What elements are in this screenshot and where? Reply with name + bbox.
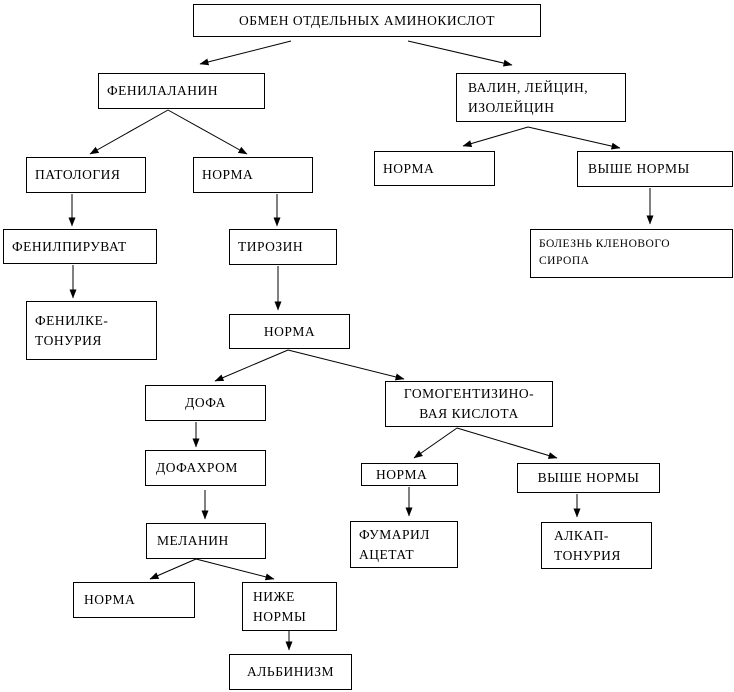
- node-norm-tyrosine: НОРМА: [229, 314, 350, 349]
- node-dopa: ДОФА: [145, 385, 266, 421]
- node-phenylpyruvate: ФЕНИЛПИРУВАТ: [3, 229, 157, 264]
- arrow-root-to-valine: [407, 40, 513, 67]
- arrow-homogentisic-to-above-norm: [456, 427, 558, 459]
- node-alkaptonuria: АЛКАП- ТОНУРИЯ: [541, 522, 652, 569]
- node-root: ОБМЕН ОТДЕЛЬНЫХ АМИНОКИСЛОТ: [193, 4, 541, 37]
- arrow-valine-to-above-norm: [527, 126, 621, 150]
- arrow-homogentisic-to-norm: [413, 427, 458, 459]
- node-norm-homogentisic: НОРМА: [361, 463, 458, 486]
- arrow-phenylalanine-to-norm: [167, 109, 248, 155]
- node-fumaryl-acetate: ФУМАРИЛ АЦЕТАТ: [350, 521, 458, 568]
- node-norm-melanin: НОРМА: [73, 582, 195, 618]
- node-above-norm-valine: ВЫШЕ НОРМЫ: [577, 151, 733, 187]
- arrow-phenylalanine-to-pathology: [89, 109, 169, 155]
- node-albinism: АЛЬБИНИЗМ: [229, 654, 352, 690]
- arrow-norm-to-homogentisic: [287, 349, 405, 381]
- arrow-norm-to-dopa: [214, 349, 289, 382]
- node-valine-leucine-isoleucine: ВАЛИН, ЛЕЙЦИН, ИЗОЛЕЙЦИН: [456, 73, 626, 122]
- node-norm-valine: НОРМА: [374, 151, 495, 186]
- node-phenylketonuria: ФЕНИЛКЕ- ТОНУРИЯ: [26, 301, 157, 360]
- node-phenylalanine: ФЕНИЛАЛАНИН: [98, 73, 265, 109]
- arrow-valine-to-norm: [462, 126, 529, 147]
- node-maple-syrup-disease: БОЛЕЗНЬ КЛЕНОВОГО СИРОПА: [530, 229, 733, 278]
- node-tyrosine: ТИРОЗИН: [229, 229, 337, 265]
- node-melanin: МЕЛАНИН: [146, 523, 266, 559]
- arrow-root-to-phenylalanine: [199, 40, 292, 66]
- node-dopachrome: ДОФАХРОМ: [145, 450, 266, 486]
- arrow-melanin-to-below-norm: [195, 558, 275, 581]
- node-pathology: ПАТОЛОГИЯ: [26, 157, 146, 193]
- arrow-melanin-to-norm: [149, 558, 197, 580]
- node-below-norm: НИЖЕ НОРМЫ: [242, 582, 337, 631]
- node-norm-phenylalanine: НОРМА: [193, 157, 313, 193]
- node-homogentisic-acid: ГОМОГЕНТИЗИНО- ВАЯ КИСЛОТА: [385, 381, 553, 427]
- node-above-norm-homogentisic: ВЫШЕ НОРМЫ: [517, 463, 660, 493]
